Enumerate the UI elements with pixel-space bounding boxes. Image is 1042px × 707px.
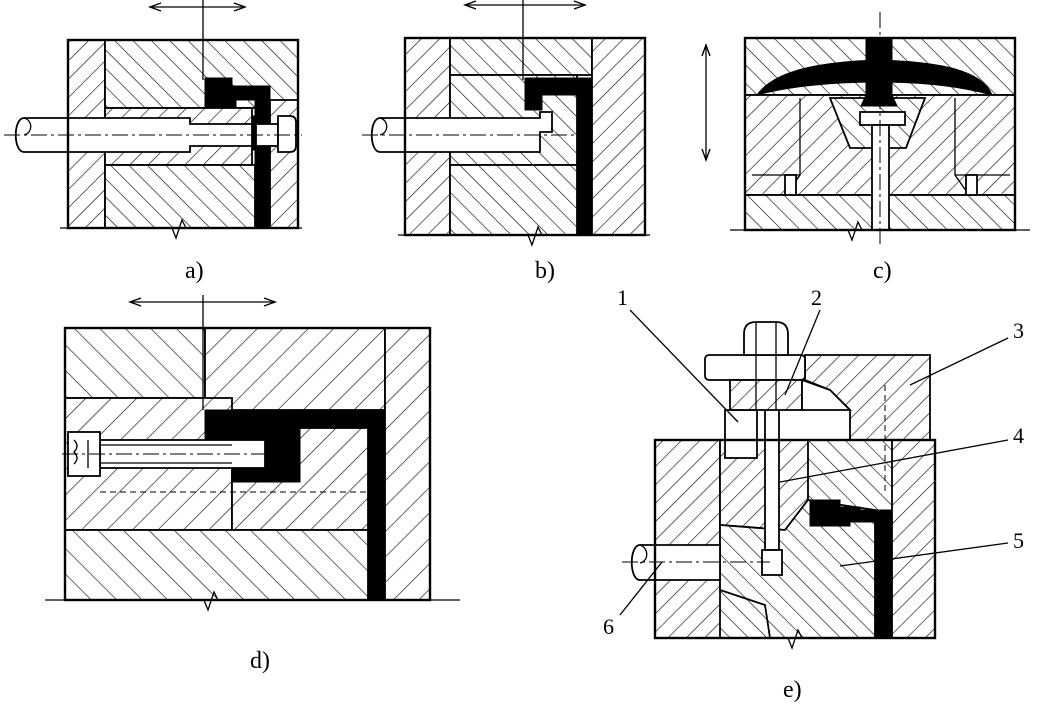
fig-b-plastic-part: [524, 77, 593, 236]
fig-e-right-strip: [891, 439, 936, 639]
fig-e-left-block: [654, 439, 721, 639]
fig-e-part-1: [724, 409, 758, 459]
fig-b-core-pin: [370, 111, 553, 153]
fig-e-slide-line: [719, 589, 766, 606]
fig-a-lower-block: [104, 164, 256, 229]
fig-d-bolt-head-slot: [73, 439, 89, 468]
leader-2: [784, 309, 821, 396]
fig-b-break-line: [398, 225, 650, 247]
callout-4: 4: [1013, 423, 1024, 448]
figure-e: 1 2 3 4 5 6 e): [603, 285, 1024, 703]
leader-6: [619, 561, 663, 616]
figure-b: b): [362, 0, 650, 284]
fig-d-lower-block: [64, 529, 369, 601]
fig-c-caption: c): [873, 258, 892, 284]
fig-d-top-left-block: [64, 327, 206, 399]
figure-d: d): [45, 295, 460, 674]
fig-e-rod-6-arc: [639, 544, 648, 564]
fig-e-part-2: [729, 379, 803, 411]
fig-a-pin-end-arc: [23, 117, 32, 136]
figure-c: c): [701, 12, 1030, 284]
fig-a-break-line: [60, 218, 302, 240]
leader-3: [909, 337, 1009, 386]
fig-d-right-block: [384, 327, 431, 601]
fig-b-caption: b): [535, 258, 555, 284]
callout-6: 6: [603, 614, 614, 639]
leader-5: [839, 542, 1009, 567]
fig-c-pin-right: [965, 174, 978, 196]
fig-c-ejector-head: [859, 111, 906, 126]
fig-e-caption: e): [783, 677, 802, 703]
fig-c-pin-left: [784, 174, 797, 196]
figure-a: a): [4, 0, 302, 284]
fig-a-caption: a): [185, 258, 204, 284]
fig-b-upper-block: [449, 37, 593, 76]
callout-2: 2: [811, 285, 822, 310]
fig-a-core-cap: [277, 115, 297, 153]
fig-c-break-line: [730, 220, 1030, 242]
leader-1: [629, 309, 739, 423]
fig-d-top-right-block: [204, 327, 386, 411]
fig-b-right-block: [591, 37, 646, 236]
fig-a-plastic-part: [204, 77, 271, 229]
callout-1: 1: [617, 285, 628, 310]
fig-e-bolt-head: [743, 321, 789, 356]
fig-c-sprue: [860, 37, 898, 107]
callout-5: 5: [1013, 528, 1024, 553]
fig-e-slope-piece: [801, 378, 853, 411]
fig-d-caption: d): [250, 648, 270, 674]
fig-c-right-slide: [954, 98, 1010, 196]
fig-e-break-line: [655, 628, 935, 650]
fig-e-bolt-lines: [755, 322, 777, 410]
fig-e-top-plate: [704, 354, 806, 381]
fig-b-pin-end-arc: [379, 117, 388, 136]
fig-b-lower-block: [449, 164, 578, 236]
leader-4: [779, 439, 1009, 483]
fig-a-frame: [66, 38, 300, 230]
callout-3: 3: [1013, 318, 1024, 343]
fig-d-break-line: [45, 590, 460, 612]
